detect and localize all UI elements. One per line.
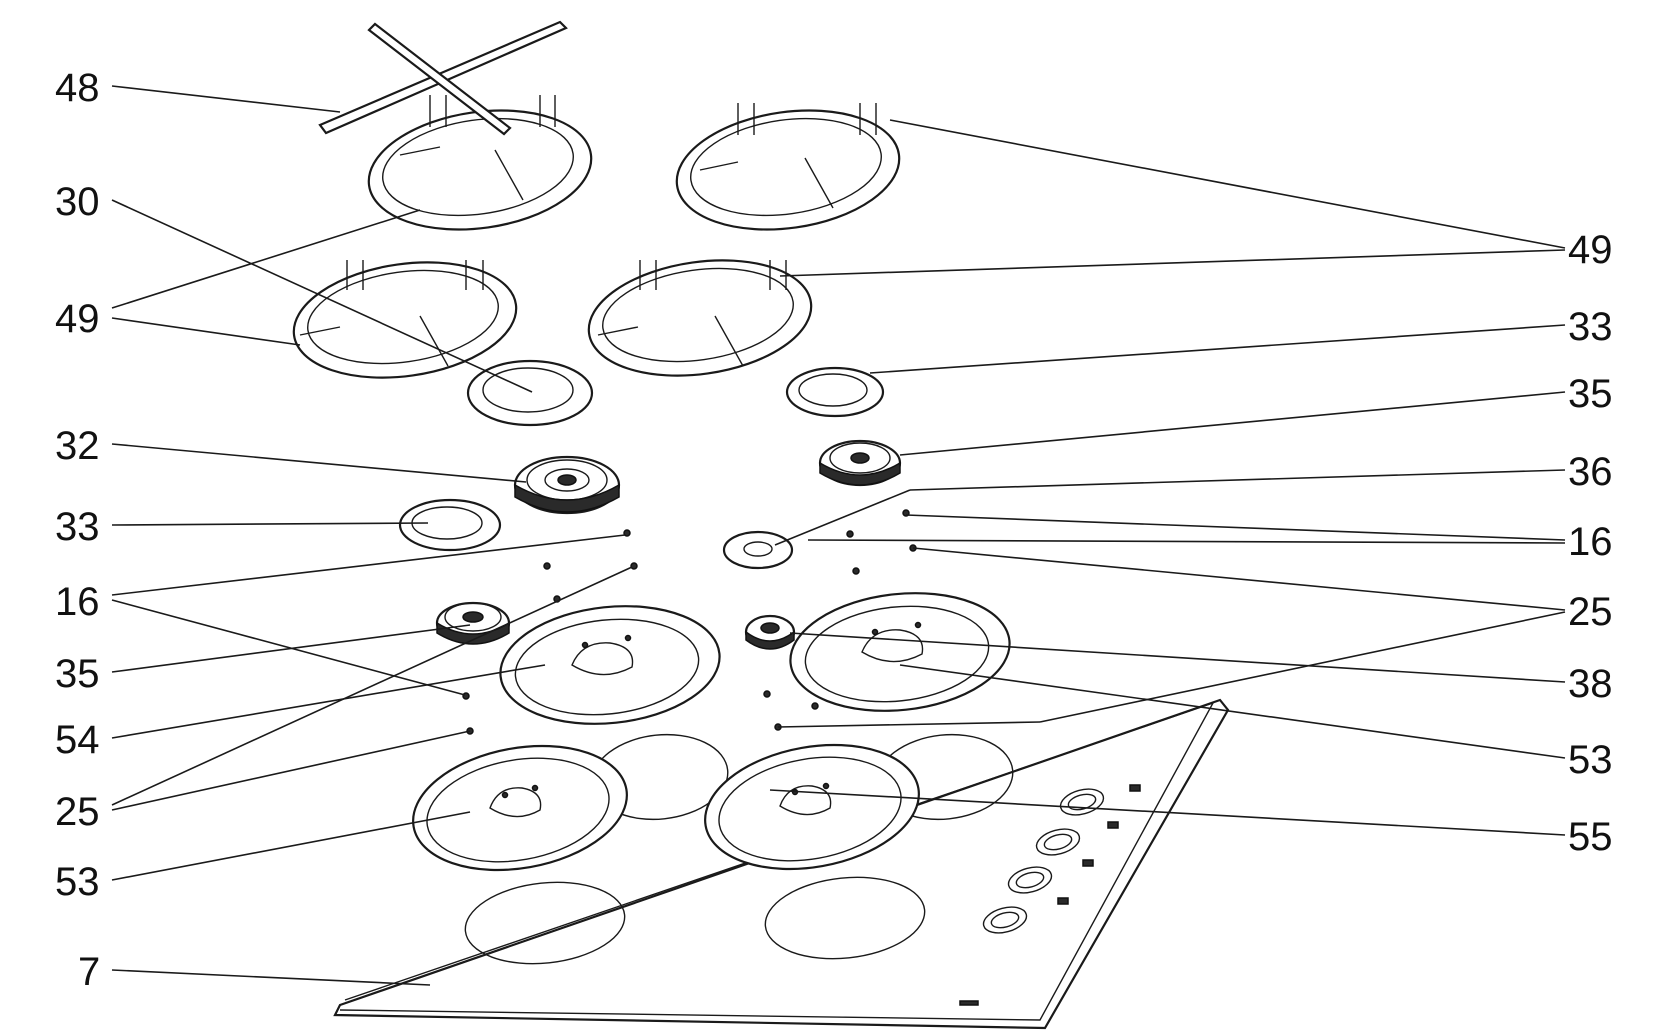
burner-plate-middle-left xyxy=(499,605,721,725)
burner-cap-right xyxy=(785,366,885,418)
burner-cap-left xyxy=(398,498,502,552)
callout-36: 36 xyxy=(1568,450,1613,494)
burner-head-left xyxy=(435,601,511,645)
callout-labels: 48 30 49 32 33 16 35 54 25 53 7 49 33 35… xyxy=(55,66,1613,994)
burner-cap-36 xyxy=(722,530,794,570)
callout-33-left: 33 xyxy=(55,505,100,549)
callout-7: 7 xyxy=(78,950,100,994)
callout-16-right: 16 xyxy=(1568,520,1613,564)
callout-53-left: 53 xyxy=(55,860,100,904)
pan-support-front-left xyxy=(292,260,518,379)
burner-plate-front-left xyxy=(412,744,628,872)
burner-head-38 xyxy=(744,614,796,650)
brand-mark xyxy=(959,1000,979,1006)
burner-head-32 xyxy=(513,455,621,515)
callout-54: 54 xyxy=(55,718,100,762)
pan-support-back-right xyxy=(675,103,901,231)
callout-48: 48 xyxy=(55,66,100,110)
callout-30: 30 xyxy=(55,180,100,224)
callout-35-right: 35 xyxy=(1568,372,1613,416)
callout-33-right: 33 xyxy=(1568,305,1613,349)
callout-16-left: 16 xyxy=(55,580,100,624)
callout-25-left: 25 xyxy=(55,790,100,834)
pan-support-back-left xyxy=(367,95,593,231)
burner-plate-front-right xyxy=(704,743,920,871)
burner-plate-middle-right xyxy=(789,592,1011,712)
callout-49-right: 49 xyxy=(1568,228,1613,272)
callout-55: 55 xyxy=(1568,815,1613,859)
callout-49-left: 49 xyxy=(55,297,100,341)
pan-support-front-right xyxy=(587,259,813,377)
screws xyxy=(462,509,917,735)
callout-53-right: 53 xyxy=(1568,738,1613,782)
cross-bar xyxy=(318,20,568,136)
callout-38: 38 xyxy=(1568,662,1613,706)
leader-lines xyxy=(111,85,1566,986)
callout-25-right: 25 xyxy=(1568,590,1613,634)
burner-head-right xyxy=(818,439,902,487)
callout-32: 32 xyxy=(55,424,100,468)
callout-35-left: 35 xyxy=(55,652,100,696)
control-knob-icons xyxy=(982,784,1141,934)
